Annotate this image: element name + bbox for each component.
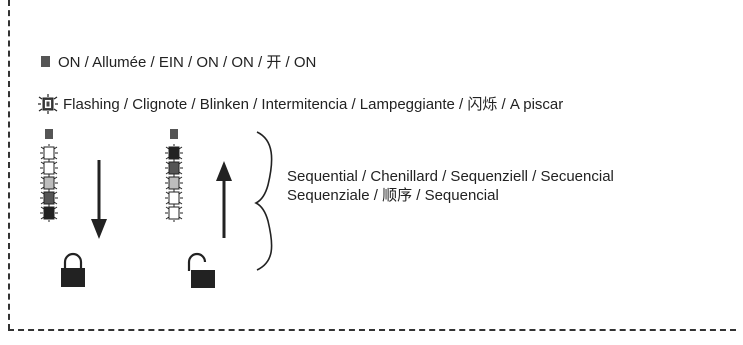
dashed-border-bottom [8, 329, 736, 331]
led-flash-icon [40, 159, 58, 177]
lock-open-icon [187, 252, 215, 288]
lock-closed-icon [61, 252, 85, 287]
brace-icon [254, 131, 273, 271]
arrow-up-icon [216, 161, 232, 238]
led-column-down [40, 129, 58, 222]
led-on-icon [41, 56, 50, 67]
legend-on-label: ON / Allumée / EIN / ON / ON / 开 / ON [58, 54, 317, 71]
arrow-down-icon [91, 160, 107, 239]
sequential-label-line1: Sequential / Chenillard / Sequenziell / … [287, 168, 614, 185]
legend-flash-row: Flashing / Clignote / Blinken / Intermit… [37, 93, 563, 114]
led-on-icon [170, 129, 178, 139]
sequential-label: Sequential / Chenillard / Sequenziell / … [287, 167, 614, 205]
led-on-icon [45, 129, 53, 139]
led-flash-icon [40, 204, 58, 222]
led-flash-icon [165, 204, 183, 222]
led-column-up [165, 129, 183, 222]
legend-flash-label: Flashing / Clignote / Blinken / Intermit… [63, 96, 564, 113]
legend-on-row: ON / Allumée / EIN / ON / ON / 开 / ON [37, 51, 316, 72]
sequential-label-line2: Sequenziale / 顺序 / Sequencial [287, 187, 499, 204]
dashed-border-left [8, 0, 10, 330]
led-flash-icon [38, 93, 58, 114]
led-flash-icon [165, 174, 183, 192]
